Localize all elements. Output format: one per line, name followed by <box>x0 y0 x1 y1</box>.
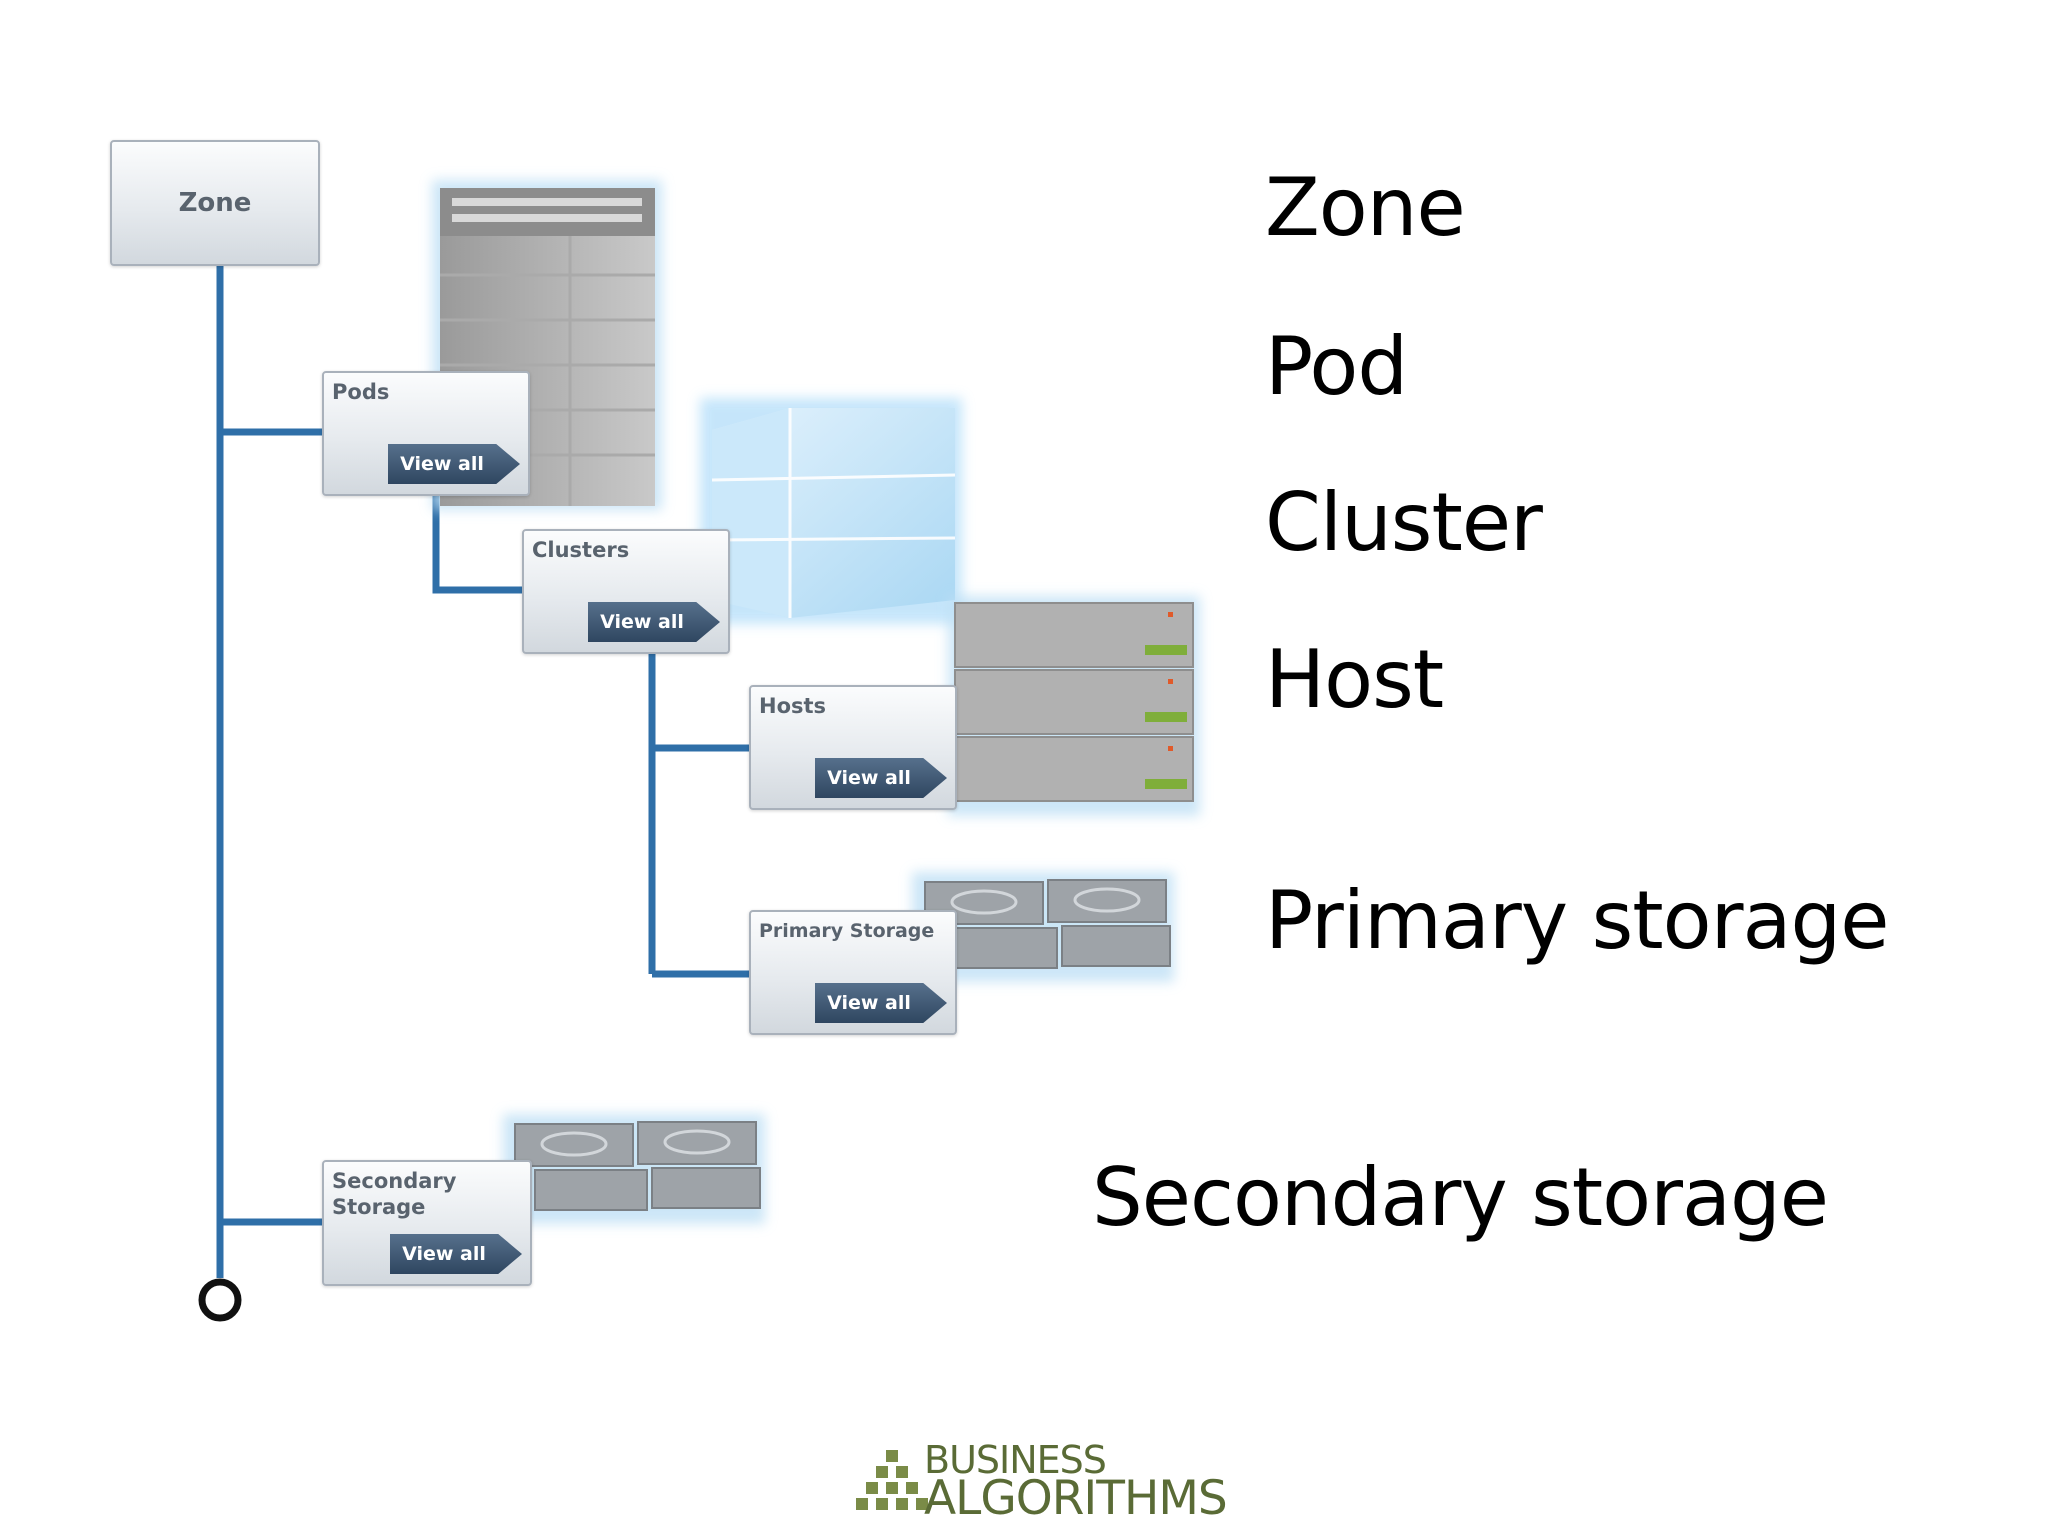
label-primary-storage: Primary storage <box>1265 874 1889 967</box>
zone-node-title: Zone <box>178 187 252 218</box>
logo-text-line1: BUSINESS <box>924 1438 1107 1482</box>
trunk-end-circle <box>198 1278 242 1322</box>
pods-node: Pods View all <box>322 371 530 496</box>
label-secondary-storage: Secondary storage <box>1092 1151 1829 1244</box>
clusters-view-all-button[interactable]: View all <box>588 602 720 642</box>
hosts-view-all-button[interactable]: View all <box>815 758 947 798</box>
label-pod: Pod <box>1265 320 1408 413</box>
secondary-storage-node-title: Secondary Storage <box>332 1169 457 1219</box>
secondary-storage-node: Secondary Storage View all <box>322 1160 532 1286</box>
pods-view-all-button[interactable]: View all <box>388 444 520 484</box>
hosts-node-title: Hosts <box>759 694 827 718</box>
cluster-cube-image <box>700 398 962 624</box>
label-host: Host <box>1265 633 1444 726</box>
pods-clusters-line <box>432 492 525 594</box>
secondary-storage-view-all-button[interactable]: View all <box>390 1234 522 1274</box>
connector-lines <box>216 265 752 1278</box>
logo-text-line2: ALGORITHMS <box>924 1471 1228 1526</box>
business-algorithms-logo: BUSINESS ALGORITHMS <box>838 1436 1258 1524</box>
hosts-node: Hosts View all <box>749 685 957 810</box>
label-zone: Zone <box>1265 161 1466 254</box>
primary-storage-node: Primary Storage View all <box>749 910 957 1035</box>
pods-node-title: Pods <box>332 380 390 404</box>
logo-icon <box>856 1450 928 1510</box>
clusters-node-title: Clusters <box>532 538 630 562</box>
primary-storage-node-title: Primary Storage <box>759 920 935 942</box>
host-server-image <box>948 596 1200 816</box>
label-cluster: Cluster <box>1265 476 1543 569</box>
secondary-storage-image <box>503 1114 765 1224</box>
primary-storage-view-all-button[interactable]: View all <box>815 983 947 1023</box>
zone-node[interactable]: Zone <box>110 140 320 266</box>
clusters-node: Clusters View all <box>522 529 730 654</box>
